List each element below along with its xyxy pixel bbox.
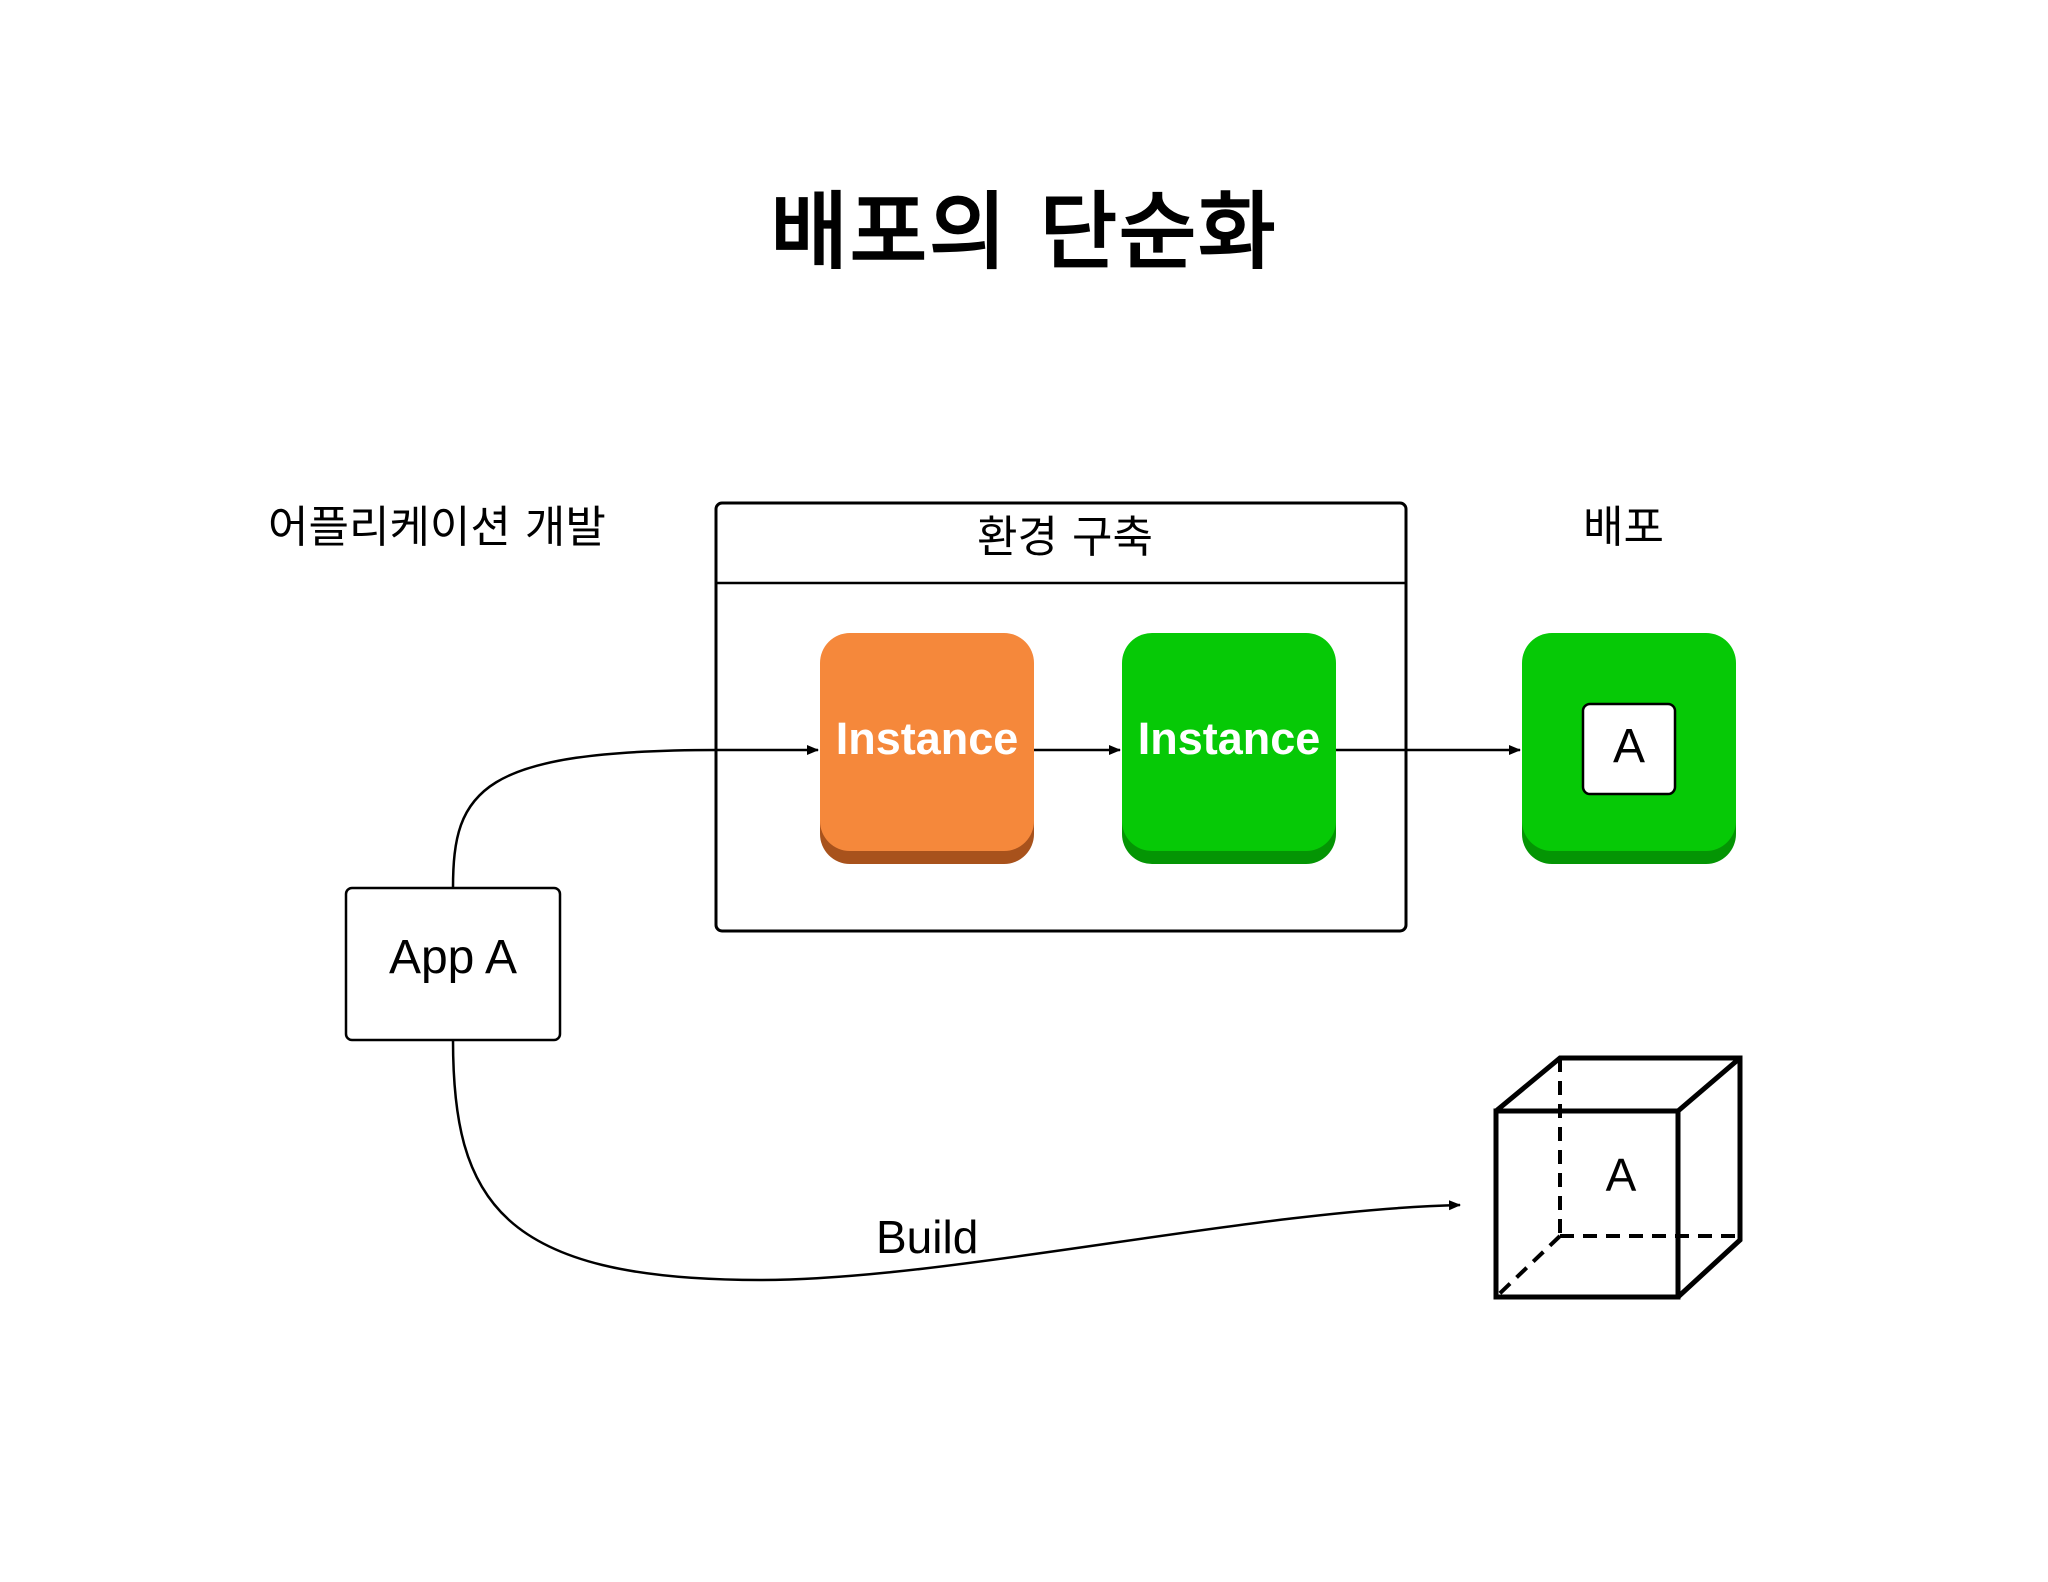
deploy-label: 배포 [1583, 502, 1664, 553]
deployed-app-label: A [1612, 720, 1645, 773]
deployed-node [1522, 633, 1736, 864]
instance-node-1 [820, 633, 1034, 864]
app-label: App A [388, 931, 518, 984]
instance-2-label: Instance [1137, 713, 1321, 764]
instance-1-body [820, 633, 1034, 851]
arrow-icon [451, 745, 819, 889]
instance-2-body [1122, 633, 1336, 851]
environment-container [714, 501, 1408, 933]
environment-label: 환경 구축 [977, 512, 1153, 563]
image-app-label: A [1605, 1149, 1637, 1201]
build-label: Build [876, 1211, 979, 1263]
instance-node-2 [1122, 633, 1336, 864]
page-title: 배포의 단순화 [770, 183, 1278, 281]
development-label: 어플리케이션 개발 [268, 502, 606, 553]
build-arrow [451, 1039, 1461, 1282]
deployed-app-box [1581, 702, 1677, 796]
cube-icon [1493, 1055, 1743, 1300]
instance-1-label: Instance [835, 713, 1019, 764]
